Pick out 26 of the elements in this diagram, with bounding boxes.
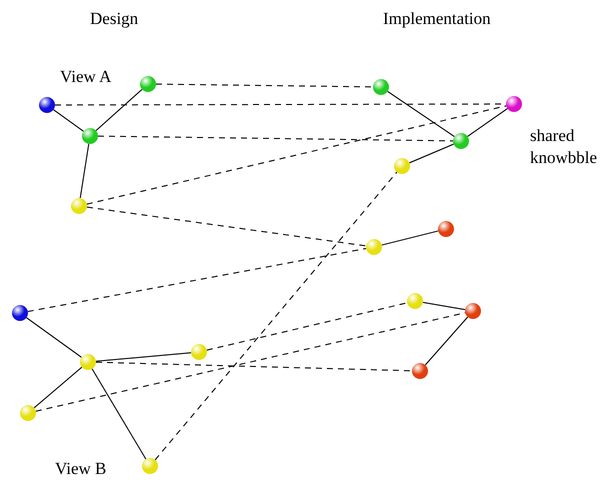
connector-line xyxy=(381,230,439,246)
connector-line xyxy=(27,248,367,312)
connector-line xyxy=(26,317,82,358)
label: Design xyxy=(90,8,138,30)
connector-line xyxy=(467,108,508,137)
connector-line xyxy=(80,143,90,199)
connector-line xyxy=(96,362,412,372)
connector-line xyxy=(408,144,454,164)
node-caption: shared knowbble xyxy=(530,125,598,169)
connector-line xyxy=(422,302,466,310)
connector-line xyxy=(34,366,82,408)
connector-line xyxy=(424,316,468,366)
connector-line xyxy=(86,206,367,246)
label: View A xyxy=(60,66,112,88)
connector-line xyxy=(53,109,84,132)
connector-line xyxy=(387,90,455,138)
connector-line xyxy=(95,352,192,362)
connector-line xyxy=(95,88,143,132)
connector-line xyxy=(154,172,398,460)
connector-line xyxy=(98,136,454,142)
connector-line xyxy=(86,105,507,205)
connector-line xyxy=(206,302,408,351)
label: Implementation xyxy=(383,8,491,30)
connector-line xyxy=(156,84,374,88)
label: View B xyxy=(55,458,106,480)
connector-line xyxy=(92,368,146,460)
